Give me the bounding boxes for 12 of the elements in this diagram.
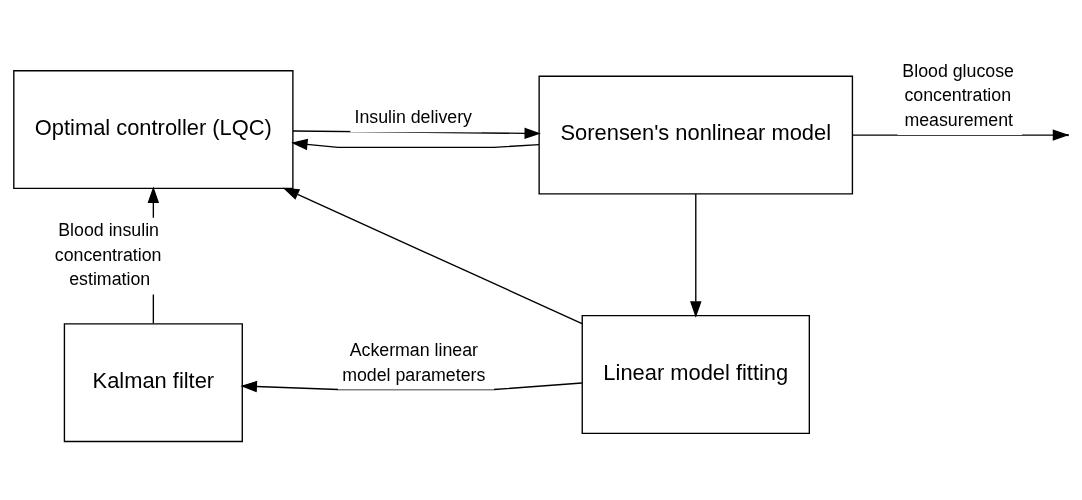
edge-label: Ackerman linear model parameters [342, 339, 486, 385]
node-box: Kalman filter [63, 323, 243, 443]
arrow [690, 193, 702, 318]
arrow [291, 138, 540, 151]
arrow [292, 127, 541, 140]
arrow [282, 187, 583, 325]
edge-label: Blood insulin concentration estimation [54, 220, 162, 290]
edge-label: Blood glucose concentration measurement [902, 60, 1014, 131]
node-box: Linear model fitting [581, 315, 810, 434]
edge-label: Insulin delivery [354, 107, 472, 128]
node-box: Sorensen's nonlinear model [538, 75, 854, 195]
node-box: Optimal controller (LQC) [13, 70, 294, 190]
